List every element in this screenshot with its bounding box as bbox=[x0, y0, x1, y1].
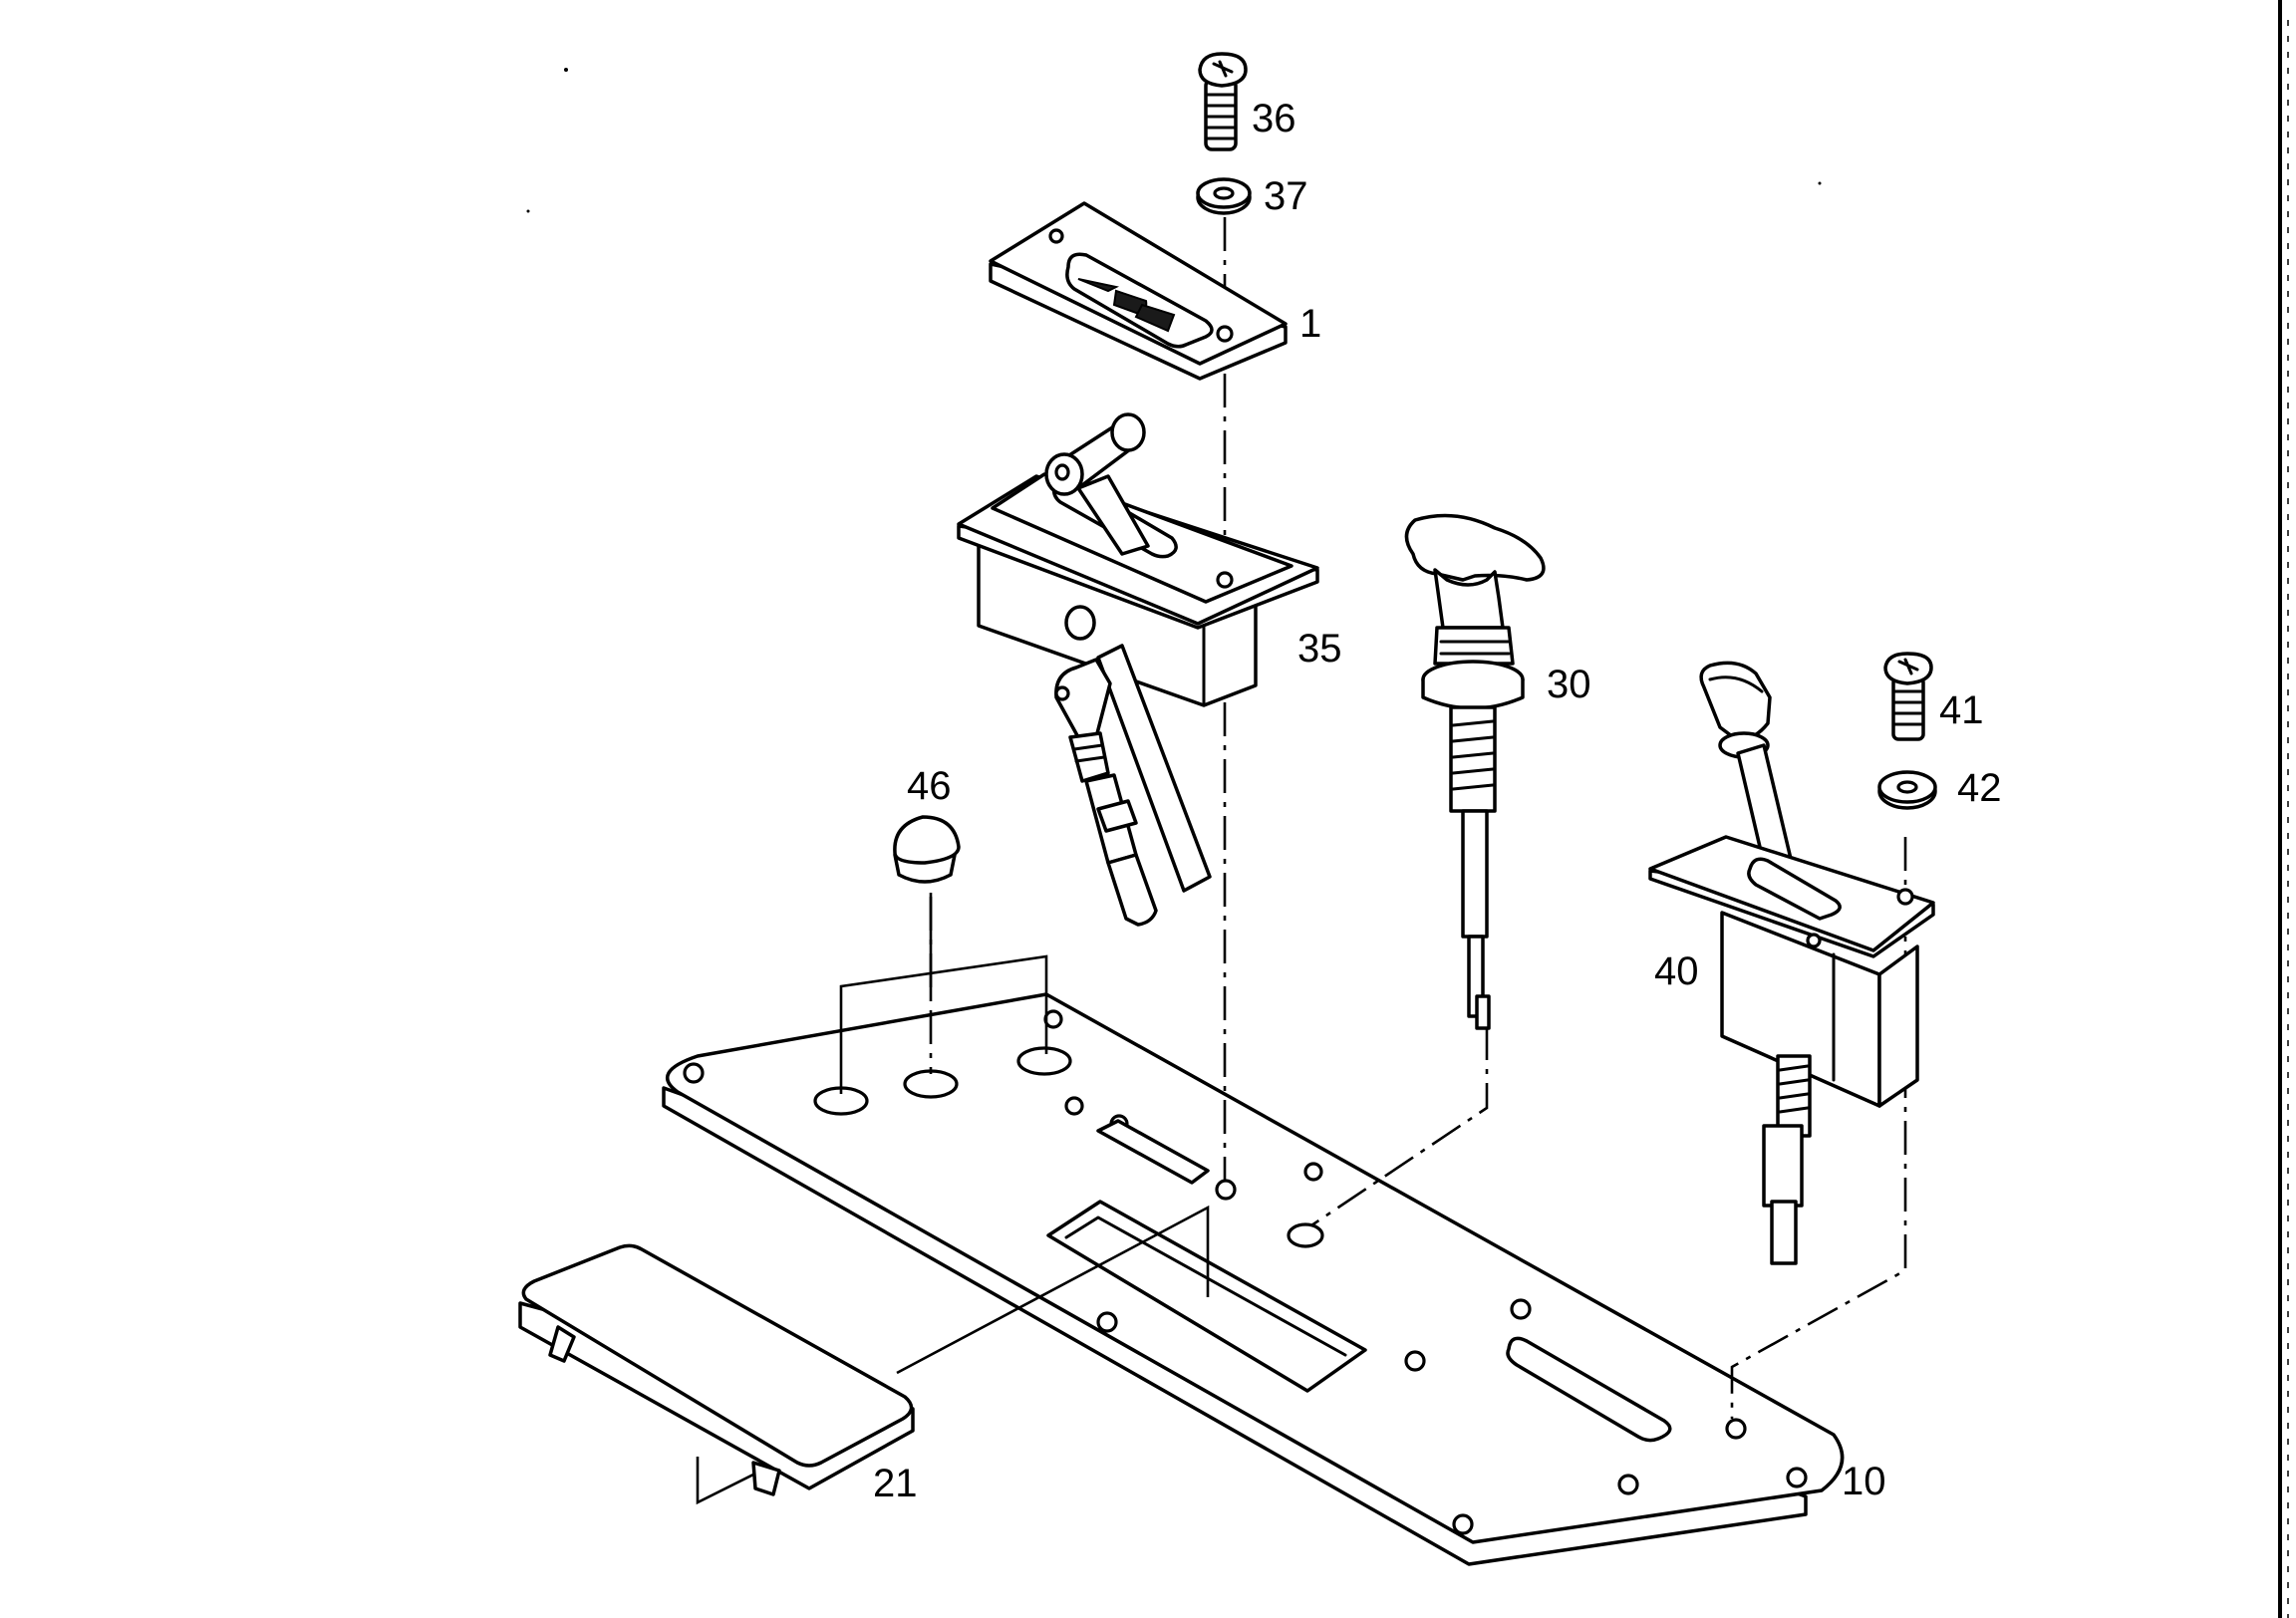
part-21-cover bbox=[518, 1243, 915, 1496]
callout-36: 36 bbox=[1252, 97, 1296, 140]
callout-21: 21 bbox=[873, 1462, 918, 1505]
callout-42: 42 bbox=[1957, 766, 2002, 810]
callout-10: 10 bbox=[1842, 1460, 1886, 1503]
part-40-gear-lever bbox=[1648, 661, 1935, 1265]
base-plate bbox=[662, 992, 1845, 1566]
callout-40: 40 bbox=[1654, 949, 1699, 993]
page-border-right bbox=[2278, 0, 2289, 1618]
part-46-plug bbox=[893, 815, 961, 996]
callout-30: 30 bbox=[1547, 663, 1591, 706]
part-41-screw bbox=[1883, 652, 1933, 741]
callout-35: 35 bbox=[1297, 627, 1342, 671]
part-42-washer bbox=[1877, 770, 1937, 810]
leader-lines bbox=[696, 954, 1210, 1505]
callout-37: 37 bbox=[1264, 174, 1308, 218]
callout-labels: 36 37 1 35 30 41 42 40 46 21 10 bbox=[873, 97, 2002, 1505]
callout-41: 41 bbox=[1939, 688, 1984, 732]
part-37-washer bbox=[1196, 177, 1252, 215]
scan-specks bbox=[526, 68, 1822, 213]
part-35-lever-assembly bbox=[957, 412, 1319, 927]
callout-1: 1 bbox=[1299, 302, 1321, 346]
part-1-bezel-plate bbox=[989, 201, 1288, 381]
callout-46: 46 bbox=[907, 764, 952, 808]
part-30-pull-knob bbox=[1404, 513, 1546, 1030]
part-36-screw bbox=[1198, 52, 1248, 151]
